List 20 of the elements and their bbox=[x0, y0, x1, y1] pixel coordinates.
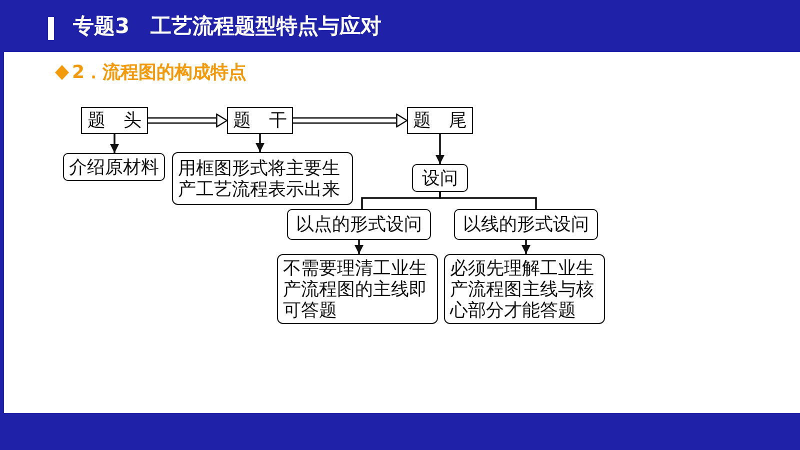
text-box: 题 头 bbox=[81, 107, 148, 134]
text-box: 题 干 bbox=[227, 107, 293, 134]
arrow bbox=[256, 134, 264, 152]
section-heading: 2．流程图的构成特点 bbox=[72, 61, 247, 85]
arrow bbox=[522, 240, 530, 254]
double-line-arrow bbox=[293, 114, 408, 128]
rounded-text-box: 用框图形式将主要生产工艺流程表示出来 bbox=[172, 152, 353, 205]
connector-line bbox=[439, 192, 537, 209]
rounded-text-box: 不需要理清工业生产流程图的主线即可答题 bbox=[277, 254, 438, 324]
text-box: 题 尾 bbox=[407, 107, 473, 134]
rounded-text-box: 介绍原材料 bbox=[63, 153, 165, 181]
rounded-text-box: 以点的形式设问 bbox=[287, 209, 431, 240]
rounded-text-box: 以线的形式设问 bbox=[454, 209, 598, 240]
arrow bbox=[110, 134, 119, 153]
double-line-arrow bbox=[148, 114, 228, 128]
slide-title: 专题3 工艺流程题型特点与应对 bbox=[73, 14, 382, 39]
arrow bbox=[354, 240, 364, 254]
arrow bbox=[436, 134, 444, 164]
rounded-text-box: 必须先理解工业生产流程图主线与核心部分才能答题 bbox=[444, 254, 605, 324]
rounded-text-box: 设问 bbox=[412, 164, 468, 192]
